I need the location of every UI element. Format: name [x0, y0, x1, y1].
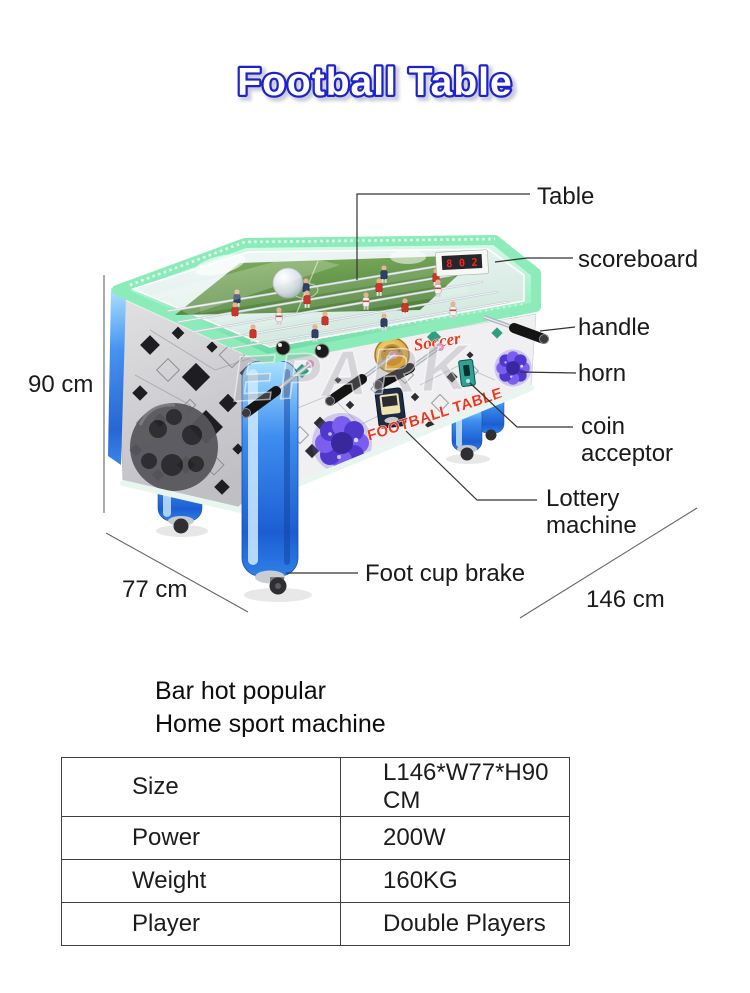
spec-value: L146*W77*H90 CM	[340, 757, 570, 817]
callout-lines	[286, 193, 577, 574]
callout-line-horn	[519, 371, 577, 374]
callout-line-table	[356, 193, 530, 280]
spec-row-weight: Weight 160KG	[61, 859, 570, 903]
spec-label: Weight	[61, 859, 341, 903]
page-title-text: Football Table	[237, 61, 512, 104]
lottery-machine-window	[374, 387, 407, 429]
dimension-label-width: 77 cm	[122, 576, 188, 603]
spec-row-player: Player Double Players	[61, 902, 570, 946]
glass-reflections	[150, 250, 426, 315]
dimension-line-width	[105, 532, 249, 613]
handle-grip	[483, 315, 549, 344]
callout-label-lottery-machine: Lottery machine	[546, 485, 637, 539]
callout-line-lottery	[405, 430, 537, 501]
horn-led-right	[494, 349, 532, 387]
spec-table: Size L146*W77*H90 CM Power 200W Weight 1…	[61, 757, 570, 946]
glass-top: 8 0 2	[112, 235, 541, 364]
callout-line-coin-acceptor	[469, 382, 573, 428]
led-dots-front	[271, 303, 525, 347]
handle-grip	[373, 345, 442, 390]
watermark-text: EPARK	[230, 331, 474, 415]
spec-value: Double Players	[340, 902, 570, 946]
spec-value: 160KG	[340, 859, 570, 903]
callout-label-horn: horn	[578, 360, 627, 387]
callout-line-handle	[539, 326, 576, 332]
score-display: 8 0 2	[435, 249, 489, 277]
spec-row-size: Size L146*W77*H90 CM	[61, 757, 570, 817]
coin-acceptor-slot	[458, 358, 476, 388]
dimension-lines	[103, 275, 698, 619]
tagline-line2: Home sport machine	[155, 710, 386, 738]
dimension-line-length	[519, 507, 698, 619]
caster-wheel	[460, 447, 474, 461]
callout-label-foot-cup-brake: Foot cup brake	[365, 560, 526, 587]
left-edge-trim	[108, 288, 126, 465]
spec-row-power: Power 200W	[61, 816, 570, 860]
handles	[241, 315, 549, 418]
dimension-label-height: 90 cm	[28, 371, 94, 398]
soccer-ball-graphic	[130, 403, 218, 491]
dimension-label-length: 146 cm	[586, 586, 665, 613]
ball-dome	[272, 267, 304, 299]
callout-label-table: Table	[537, 183, 595, 210]
product-illustration: Soccer FOOTBALL TABLE	[0, 165, 750, 665]
callout-label-handle: handle	[578, 314, 651, 341]
spec-label: Size	[61, 757, 341, 817]
spec-value: 200W	[340, 816, 570, 860]
callout-label-scoreboard: scoreboard	[578, 246, 699, 273]
tagline-line1: Bar hot popular	[155, 677, 326, 705]
left-panel-bottom-trim	[120, 480, 243, 513]
callout-label-coin-acceptor: coin acceptor	[581, 413, 674, 467]
spec-label: Player	[61, 902, 341, 946]
page-title-shadow: Football Table	[240, 64, 515, 107]
page-title: Football Table Football Table	[235, 59, 518, 110]
svg-text:8 0 2: 8 0 2	[446, 257, 478, 271]
handle-grip	[325, 353, 396, 406]
tagline: Bar hot popular Home sport machine	[155, 675, 386, 741]
callout-line-scoreboard	[494, 257, 573, 263]
led-dots	[129, 237, 496, 287]
football-table-illustration: Soccer FOOTBALL TABLE	[103, 193, 698, 619]
rod-end-caps	[275, 340, 330, 359]
handle-grip	[241, 362, 312, 418]
table-leg-front-left	[241, 360, 299, 595]
spec-label: Power	[61, 816, 341, 860]
caster-wheel	[173, 518, 189, 534]
